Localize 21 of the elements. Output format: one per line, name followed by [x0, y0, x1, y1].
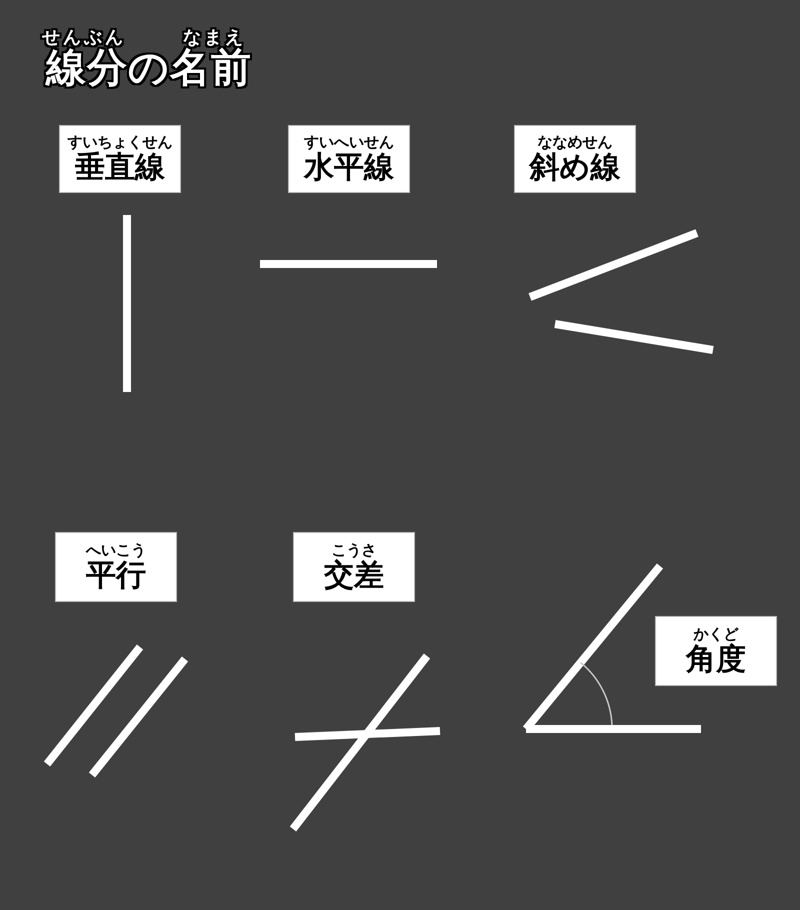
- term-label: 平行: [86, 559, 146, 593]
- term-label: 垂直線: [75, 151, 165, 185]
- furigana-reading: こうさ: [332, 541, 376, 559]
- term-card: [59, 125, 181, 193]
- furigana-reading: なまえ: [183, 28, 246, 48]
- term-card: [55, 532, 177, 602]
- furigana-reading: すいちょくせん: [68, 133, 172, 151]
- term-label: 交差: [324, 559, 384, 593]
- term-card: [288, 125, 410, 193]
- furigana-reading: かくど: [694, 625, 738, 643]
- term-label: 斜め線: [530, 151, 620, 185]
- furigana-reading: へいこう: [86, 541, 146, 559]
- term-label: 角度: [686, 643, 746, 677]
- term-card: [293, 532, 415, 602]
- term-label: 水平線: [304, 151, 394, 185]
- furigana-reading: せんぶん: [42, 28, 126, 48]
- furigana-reading: ななめせん: [538, 133, 612, 151]
- title: 線分の名前: [46, 46, 252, 90]
- term-card: [655, 616, 777, 686]
- furigana-reading: すいへいせん: [304, 133, 394, 151]
- term-card: [514, 125, 636, 193]
